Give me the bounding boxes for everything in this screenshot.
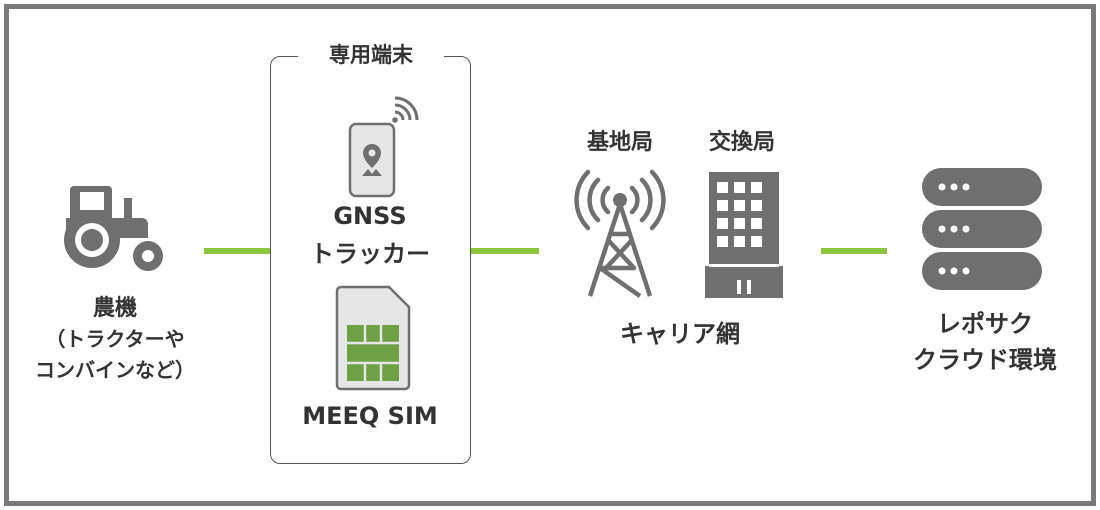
tracker-label-1: GNSS [333, 202, 407, 230]
cloud-label-1: レポサク [937, 310, 1033, 338]
carrier-label: キャリア網 [620, 320, 740, 348]
tractor-label-3: コンバインなど） [35, 358, 195, 382]
connector-tractor-device [204, 248, 270, 254]
server-stack-icon [922, 168, 1042, 290]
connector-device-carrier [471, 248, 539, 254]
tractor-label-2: （トラクターや [45, 327, 185, 351]
exchange-label: 交換局 [708, 130, 775, 155]
diagram-frame [4, 4, 1096, 506]
tractor-icon [64, 186, 163, 271]
gnss-tracker-icon [348, 96, 419, 198]
sim-label: MEEQ SIM [302, 402, 438, 430]
connector-carrier-cloud [821, 248, 887, 254]
building-icon [705, 172, 783, 298]
device-group-title: 専用端末 [298, 38, 444, 72]
cloud-label-2: クラウド環境 [913, 346, 1057, 374]
sim-card-icon [335, 285, 411, 391]
base-station-label: 基地局 [586, 130, 653, 155]
tractor-label-1: 農機 [92, 296, 137, 321]
tracker-label-2: トラッカー [310, 240, 430, 268]
cell-tower-icon [574, 169, 666, 298]
